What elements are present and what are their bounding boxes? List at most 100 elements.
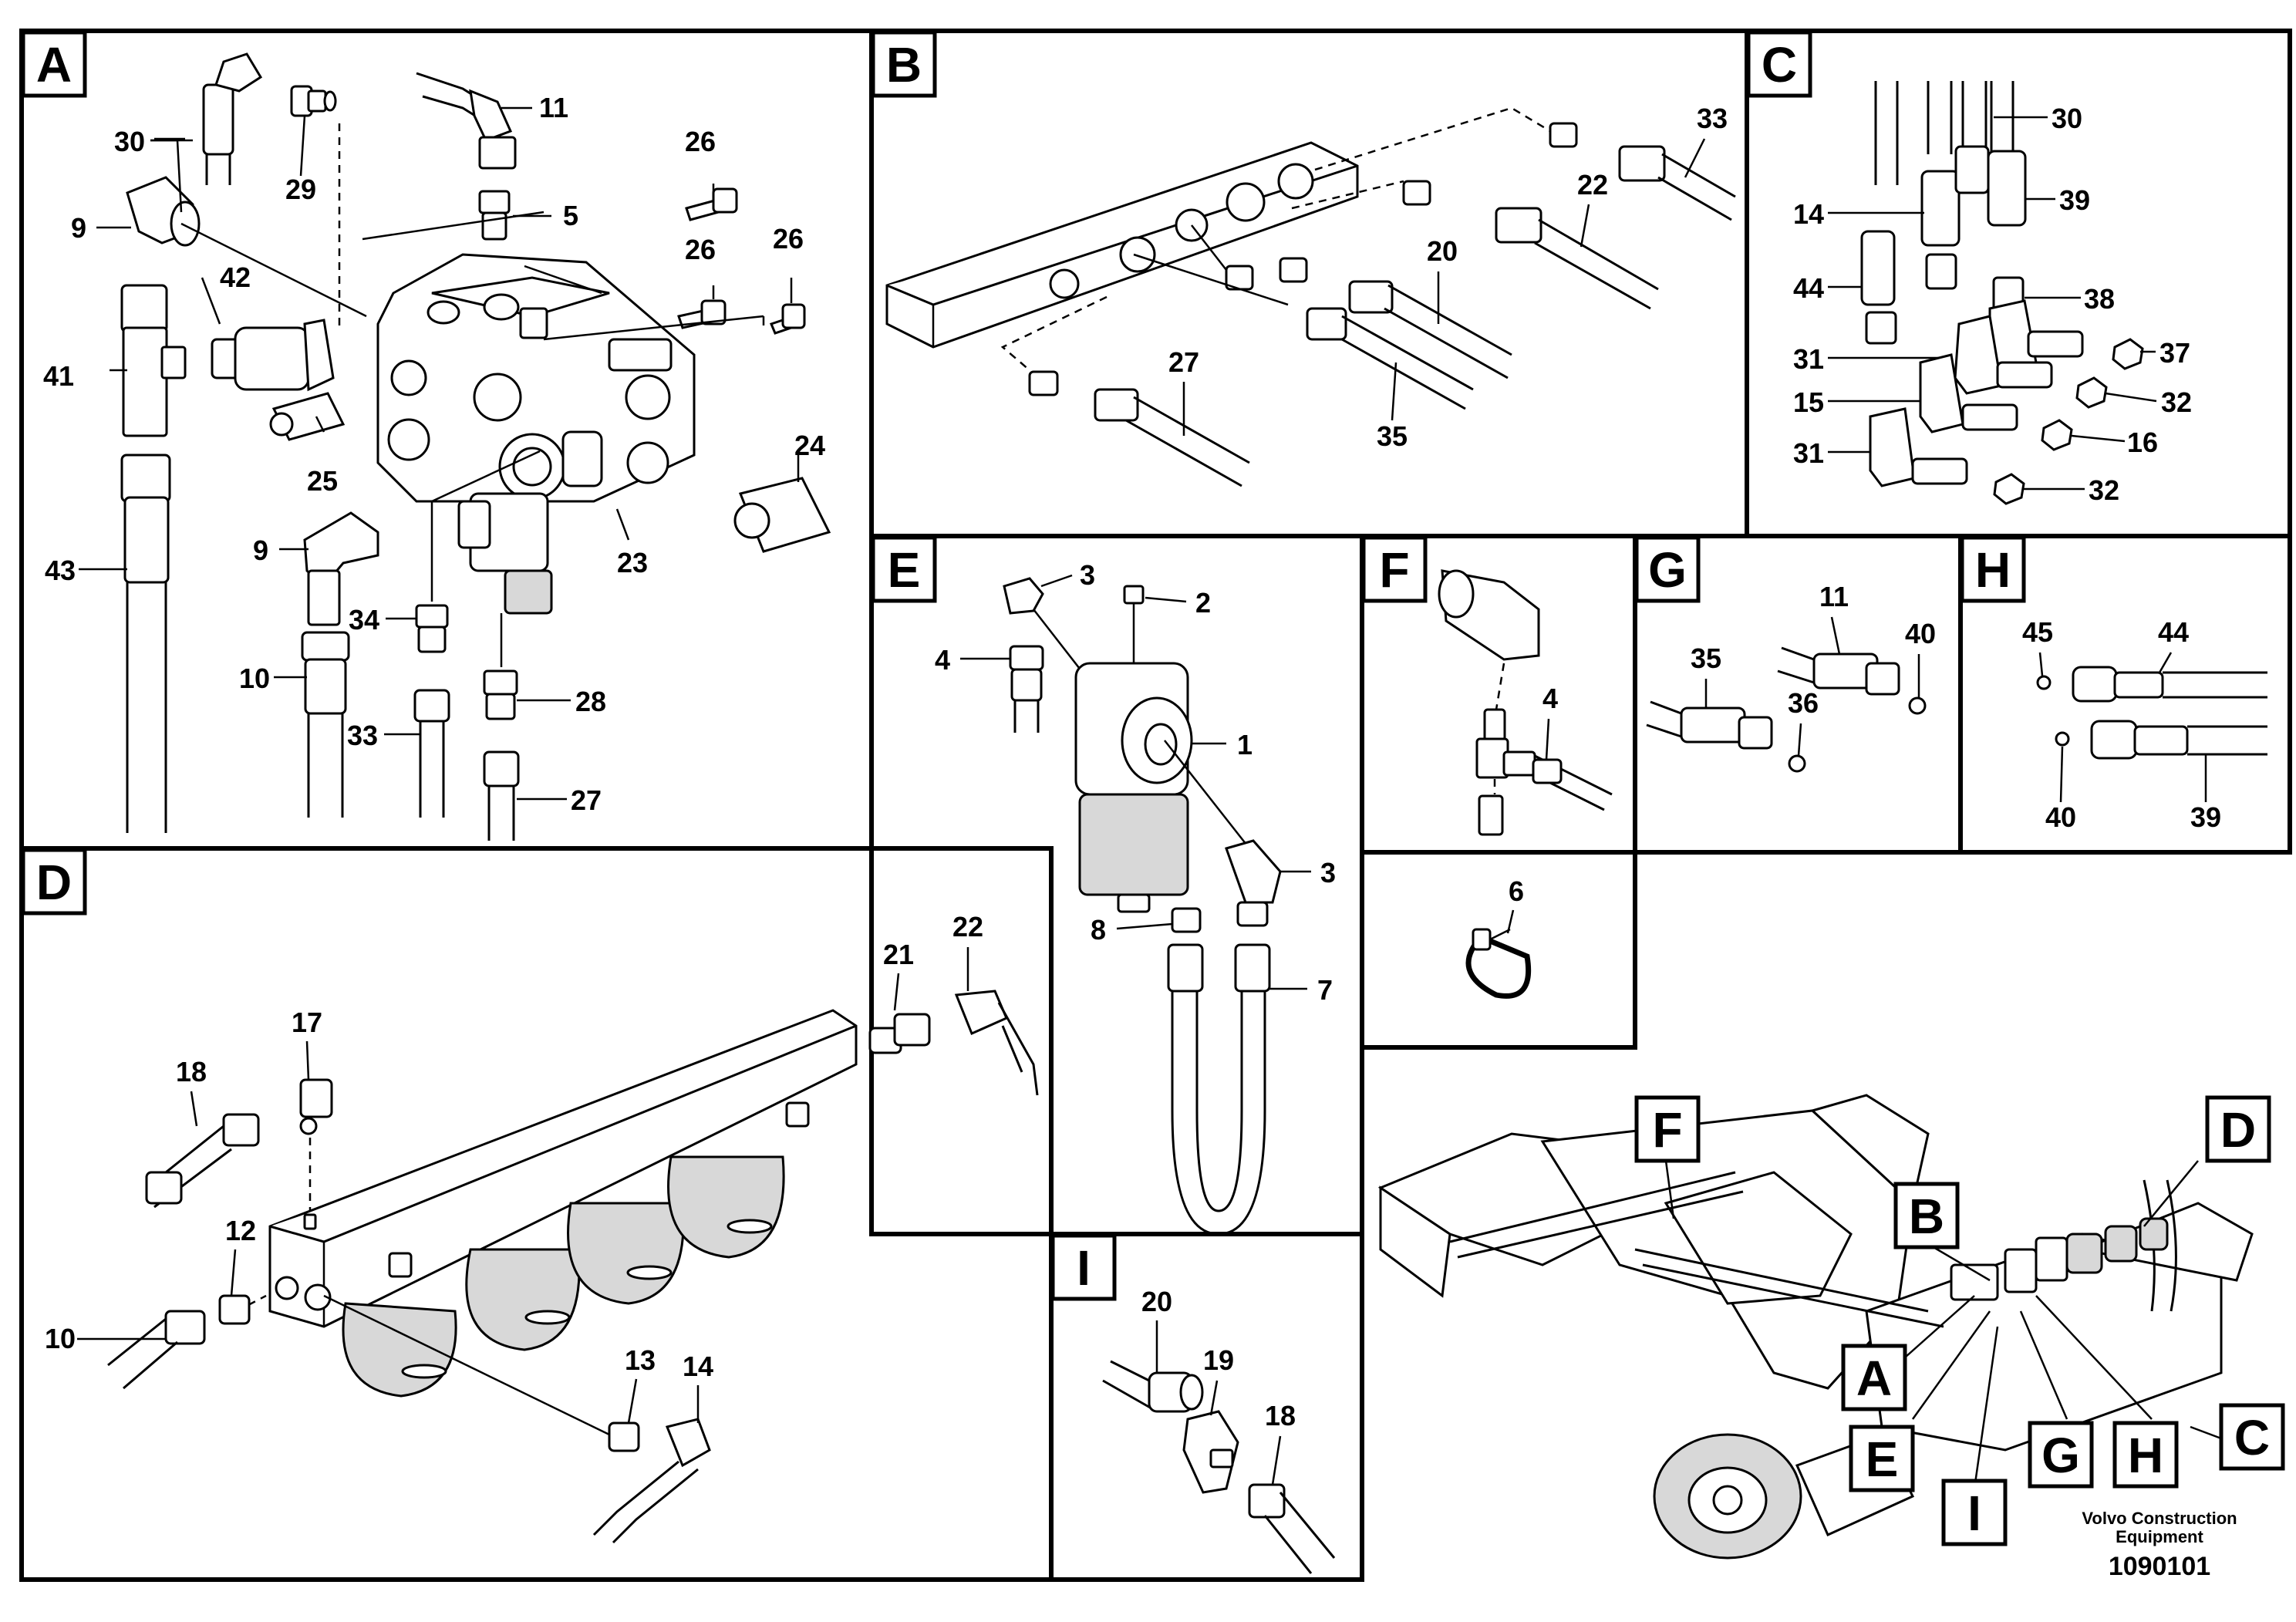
callout: 26 (685, 126, 716, 157)
panel-e-label: E (888, 542, 921, 598)
panel-h-frame (1958, 534, 2292, 855)
callout: 39 (2190, 801, 2221, 833)
overview-label-c: C (2234, 1410, 2270, 1465)
callout: 27 (1168, 346, 1199, 378)
panel-i-frame (1049, 1232, 1364, 1582)
callout: 16 (2127, 427, 2158, 458)
callout: 24 (794, 430, 825, 461)
callout: 11 (539, 92, 568, 123)
panel-e-callouts: 3 2 4 1 3 8 7 (935, 559, 1336, 1006)
callout: 26 (773, 223, 804, 255)
panel-f-label: F (1379, 542, 1409, 598)
callout: 20 (1141, 1286, 1172, 1317)
callout: 2 (1195, 587, 1211, 619)
overview-label-f: F (1652, 1102, 1682, 1158)
callout: 36 (1788, 687, 1819, 719)
panel-d-callouts: 21 22 17 18 12 10 13 14 (45, 911, 983, 1424)
panel-c-drawing (1860, 81, 2144, 505)
callout: 28 (575, 686, 606, 717)
panel-letters: A B C D E F G H I (21, 30, 2026, 1301)
panel-c-callouts: 30 14 39 44 38 37 31 15 32 16 31 32 (1793, 103, 2192, 506)
overview-label-e: E (1866, 1431, 1899, 1487)
overview-labels: F D B A E I G H C (1634, 1095, 2285, 1546)
overview-label-i: I (1967, 1485, 1981, 1541)
callout: 17 (292, 1007, 322, 1038)
callout: 22 (1577, 169, 1608, 201)
panel-g-drawing (1646, 646, 1927, 773)
callout: 35 (1377, 420, 1408, 452)
callout: 32 (2089, 474, 2119, 506)
callout: 26 (685, 234, 716, 265)
panel-a-label: A (36, 37, 72, 93)
panel-i-drawing (1102, 1360, 1336, 1574)
panel-g-label: G (1648, 542, 1687, 598)
panel-f-drawing (1438, 569, 1613, 836)
callout: 10 (45, 1323, 76, 1354)
callout: 23 (617, 547, 648, 578)
panel-frames (19, 29, 2292, 1582)
credit-block: Volvo Construction Equipment 1090101 (2082, 1509, 2237, 1581)
panel-f2-frame (1360, 850, 1637, 1050)
callout: 39 (2059, 184, 2090, 216)
callout: 18 (1265, 1400, 1296, 1431)
callout: 8 (1091, 914, 1106, 946)
callout: 31 (1793, 437, 1824, 469)
callout: 3 (1080, 559, 1095, 591)
panel-h-drawing (2036, 666, 2267, 760)
callout: 38 (2084, 283, 2115, 315)
panel-f2-callouts: 6 (1506, 875, 1524, 934)
callout: 3 (1320, 857, 1336, 889)
callout: 45 (2022, 616, 2053, 648)
callout: 44 (1793, 272, 1824, 304)
panel-i-label: I (1077, 1240, 1091, 1296)
callout: 41 (43, 360, 74, 392)
panel-b-label: B (886, 37, 922, 93)
panel-h-label: H (1975, 542, 2011, 598)
overview-label-d: D (2220, 1102, 2256, 1158)
callout: 11 (1819, 581, 1849, 612)
callout: 25 (307, 465, 338, 497)
callout: 40 (1905, 618, 1936, 649)
callout: 30 (114, 126, 145, 157)
panel-f-callouts: 4 (1542, 683, 1558, 760)
overview-label-b: B (1909, 1189, 1944, 1244)
callout: 22 (952, 911, 983, 943)
panel-h-callouts: 45 44 40 39 (2022, 616, 2221, 833)
panel-g-callouts: 11 40 35 36 (1691, 581, 1936, 757)
panel-i-callouts: 20 19 18 (1141, 1286, 1296, 1485)
panel-a-drawing (110, 52, 831, 841)
callout: 30 (2052, 103, 2082, 134)
panel-e-drawing (1003, 577, 1282, 1236)
callout: 12 (225, 1215, 256, 1246)
panel-a-callouts: 30 29 11 26 26 26 5 9 42 41 25 24 9 43 3… (43, 92, 825, 816)
callout: 43 (45, 555, 76, 586)
credit-line-2: Equipment (2116, 1527, 2203, 1546)
callout: 44 (2158, 616, 2189, 648)
credit-line-1: Volvo Construction (2082, 1509, 2237, 1528)
callout: 40 (2045, 801, 2076, 833)
panel-c-label: C (1762, 37, 1797, 93)
overview-label-a: A (1856, 1351, 1892, 1406)
callout: 14 (683, 1351, 713, 1382)
callout: 33 (1697, 103, 1728, 134)
callout: 21 (883, 939, 914, 970)
panel-d-frame (19, 846, 1054, 1582)
callout: 42 (220, 261, 251, 293)
panel-b-drawing (885, 106, 1736, 487)
panel-b-callouts: 33 22 20 27 35 (1168, 103, 1728, 452)
panel-d-drawing (107, 990, 1039, 1544)
callout: 4 (1542, 683, 1558, 714)
overview-drawing (1377, 1094, 2254, 1560)
callout: 1 (1237, 729, 1253, 760)
document-number: 1090101 (2109, 1552, 2210, 1581)
callout: 33 (347, 720, 378, 751)
callout: 7 (1317, 974, 1333, 1006)
callout: 34 (349, 604, 379, 636)
panel-d-label: D (36, 855, 72, 910)
callout: 37 (2159, 337, 2190, 369)
callout: 9 (71, 212, 86, 244)
callout: 15 (1793, 386, 1824, 418)
overview-label-g: G (2041, 1428, 2080, 1483)
callout: 6 (1509, 875, 1524, 907)
